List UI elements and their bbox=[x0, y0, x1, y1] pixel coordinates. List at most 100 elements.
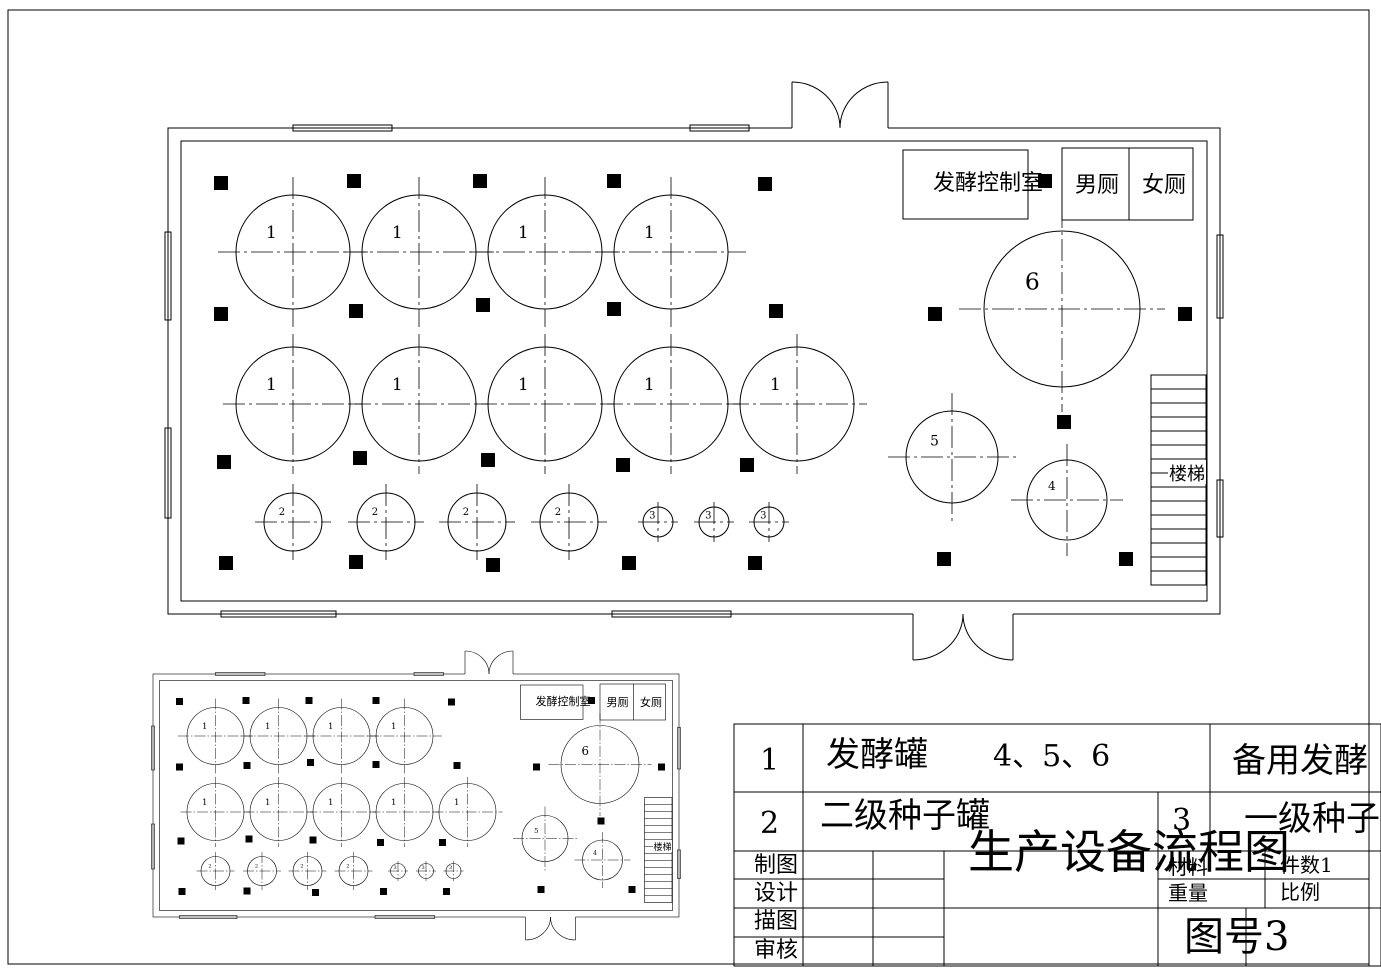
title-block: 1 发酵罐 4、5、6 备用发酵 2 二级种子罐 3 一级种子 生产设备流程图 … bbox=[733, 723, 1381, 967]
column bbox=[597, 817, 605, 825]
secondary-seed-tank-label: 2 bbox=[300, 863, 303, 869]
fermenter-tank-label: 1 bbox=[454, 798, 459, 808]
column bbox=[607, 174, 621, 188]
column bbox=[349, 555, 363, 569]
column bbox=[219, 556, 233, 570]
column bbox=[443, 888, 450, 895]
column bbox=[176, 763, 183, 771]
door-swing bbox=[791, 81, 841, 129]
fermenter-tank-label: 1 bbox=[518, 375, 529, 395]
legend-text-1: 发酵罐 bbox=[826, 735, 928, 775]
spare-fermenter-5-label: 5 bbox=[534, 827, 538, 835]
control-room bbox=[902, 149, 1029, 220]
column bbox=[476, 298, 490, 312]
column bbox=[177, 837, 185, 845]
column bbox=[537, 886, 545, 893]
door-swing bbox=[962, 613, 1014, 661]
fermenter-tank-label: 1 bbox=[202, 798, 207, 808]
mens-toilet-label: 男厕 bbox=[607, 696, 629, 709]
column bbox=[1057, 415, 1071, 429]
legend-extra-1: 4、5、6 bbox=[993, 739, 1110, 774]
primary-seed-tank-label: 3 bbox=[449, 865, 452, 871]
primary-seed-tank-label: 3 bbox=[649, 510, 655, 521]
label-review: 审核 bbox=[754, 938, 798, 963]
fermenter-tank-label: 1 bbox=[518, 223, 529, 243]
column bbox=[353, 451, 367, 465]
column bbox=[658, 763, 665, 771]
fermenter-tank-label: 1 bbox=[391, 722, 396, 732]
secondary-seed-tank-label: 2 bbox=[279, 507, 285, 518]
door-swing bbox=[488, 650, 514, 675]
column bbox=[481, 453, 495, 467]
spare-fermenter-4-label: 4 bbox=[1048, 479, 1056, 493]
column bbox=[380, 888, 387, 895]
fermenter-tank-label: 1 bbox=[328, 798, 333, 808]
column bbox=[740, 458, 754, 472]
fermenter-tank-label: 1 bbox=[392, 223, 403, 243]
label-draw: 制图 bbox=[754, 853, 798, 878]
fermenter-tank-label: 1 bbox=[202, 722, 207, 732]
legend-extra-text-2: 一级种子 bbox=[1244, 799, 1380, 839]
label-design: 设计 bbox=[754, 881, 798, 906]
column bbox=[178, 888, 186, 895]
mens-toilet-label: 男厕 bbox=[1075, 173, 1119, 198]
spare-fermenter-6-label: 6 bbox=[1025, 268, 1040, 296]
label-weight: 重量 bbox=[1168, 881, 1208, 905]
column bbox=[607, 302, 621, 316]
label-material: 材料 bbox=[1168, 855, 1208, 879]
secondary-seed-tank-label: 2 bbox=[208, 863, 211, 869]
door-swing bbox=[839, 81, 889, 129]
spare-fermenter-4-label: 4 bbox=[593, 850, 597, 857]
womens-toilet-label: 女厕 bbox=[640, 695, 662, 709]
column bbox=[243, 887, 251, 895]
secondary-seed-tank-label: 2 bbox=[555, 507, 561, 518]
door-opening bbox=[792, 125, 888, 132]
column bbox=[214, 176, 228, 190]
stairs-label-bg bbox=[653, 840, 672, 852]
stairs-label-bg bbox=[1168, 460, 1206, 484]
womens-toilet-label: 女厕 bbox=[1142, 173, 1186, 198]
label-scale: 比例 bbox=[1280, 880, 1320, 904]
primary-seed-tank-label: 3 bbox=[394, 865, 397, 871]
legend-no-2: 2 bbox=[760, 806, 779, 841]
primary-seed-tank-label: 3 bbox=[760, 510, 766, 521]
primary-seed-tank-label: 3 bbox=[705, 510, 711, 521]
column bbox=[486, 558, 500, 572]
column bbox=[309, 836, 317, 844]
column bbox=[937, 552, 951, 566]
spare-fermenter-6-label: 6 bbox=[581, 744, 588, 758]
column bbox=[312, 889, 319, 896]
fermenter-tank-label: 1 bbox=[770, 375, 781, 395]
column bbox=[622, 556, 636, 570]
column bbox=[453, 762, 461, 769]
column bbox=[217, 455, 231, 469]
control-room-label: 发酵控制室 bbox=[536, 694, 591, 708]
fermenter-tank-label: 1 bbox=[266, 223, 277, 243]
door-swing bbox=[912, 613, 964, 661]
column bbox=[628, 886, 636, 893]
fermenter-tank-label: 1 bbox=[265, 722, 270, 732]
label-trace: 描图 bbox=[754, 909, 798, 934]
toilet-block bbox=[1061, 147, 1194, 221]
stairs-label: 楼梯 bbox=[1169, 464, 1205, 485]
column bbox=[928, 307, 942, 321]
fermenter-tank-label: 1 bbox=[644, 375, 655, 395]
fermenter-tank-label: 1 bbox=[328, 722, 333, 732]
column bbox=[473, 174, 487, 188]
legend-extra-2: 3 bbox=[1172, 803, 1191, 838]
column bbox=[242, 697, 250, 704]
column bbox=[748, 556, 762, 570]
column bbox=[372, 761, 380, 768]
column bbox=[307, 759, 314, 766]
inner-wall bbox=[180, 140, 1208, 602]
legend-no-1: 1 bbox=[760, 743, 779, 778]
drawing-title: 生产设备流程图 bbox=[968, 825, 1290, 879]
column bbox=[439, 839, 446, 846]
column bbox=[616, 458, 630, 472]
column bbox=[448, 698, 455, 706]
column bbox=[1038, 174, 1052, 188]
column bbox=[372, 697, 380, 704]
column bbox=[347, 174, 361, 188]
